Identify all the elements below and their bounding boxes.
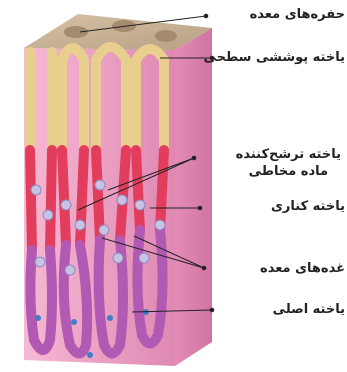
block-right-face bbox=[175, 28, 212, 366]
parietal-cell bbox=[43, 210, 53, 220]
label-gastric-pits: حفره‌های معده bbox=[250, 6, 345, 23]
parietal-cell bbox=[35, 257, 45, 267]
label-surface-epithelial-cell: یاخته پوششی سطحی bbox=[203, 49, 345, 66]
parietal-cell bbox=[113, 253, 123, 263]
nucleus bbox=[87, 352, 93, 358]
leader-dot bbox=[204, 14, 208, 18]
label-chief-cell: یاخته اصلی bbox=[273, 301, 345, 318]
parietal-cell bbox=[65, 265, 75, 275]
parietal-cell bbox=[75, 220, 85, 230]
gastric-pit-opening bbox=[155, 30, 177, 42]
leader-dot bbox=[198, 206, 202, 210]
label-mucous-cell-line1: یاخته ترشح‌کننده bbox=[236, 146, 341, 163]
parietal-cell bbox=[95, 180, 105, 190]
nucleus bbox=[107, 315, 113, 321]
nucleus bbox=[71, 319, 77, 325]
nucleus bbox=[35, 315, 41, 321]
leader-dot bbox=[202, 266, 206, 270]
label-mucous-cell-line2: ماده مخاطی bbox=[236, 163, 341, 180]
label-mucous-cell: یاخته ترشح‌کننده ماده مخاطی bbox=[236, 146, 341, 180]
parietal-cell bbox=[31, 185, 41, 195]
parietal-cell bbox=[99, 225, 109, 235]
leader-dot bbox=[192, 156, 196, 160]
parietal-cell bbox=[117, 195, 127, 205]
label-gastric-glands: غده‌های معده bbox=[260, 260, 345, 277]
parietal-cell bbox=[61, 200, 71, 210]
parietal-cell bbox=[155, 220, 165, 230]
parietal-cell bbox=[135, 200, 145, 210]
gastric-pit-opening bbox=[64, 26, 88, 38]
label-parietal-cell: یاخته کناری bbox=[271, 198, 345, 215]
leader-dot bbox=[210, 308, 214, 312]
parietal-cell bbox=[139, 253, 149, 263]
